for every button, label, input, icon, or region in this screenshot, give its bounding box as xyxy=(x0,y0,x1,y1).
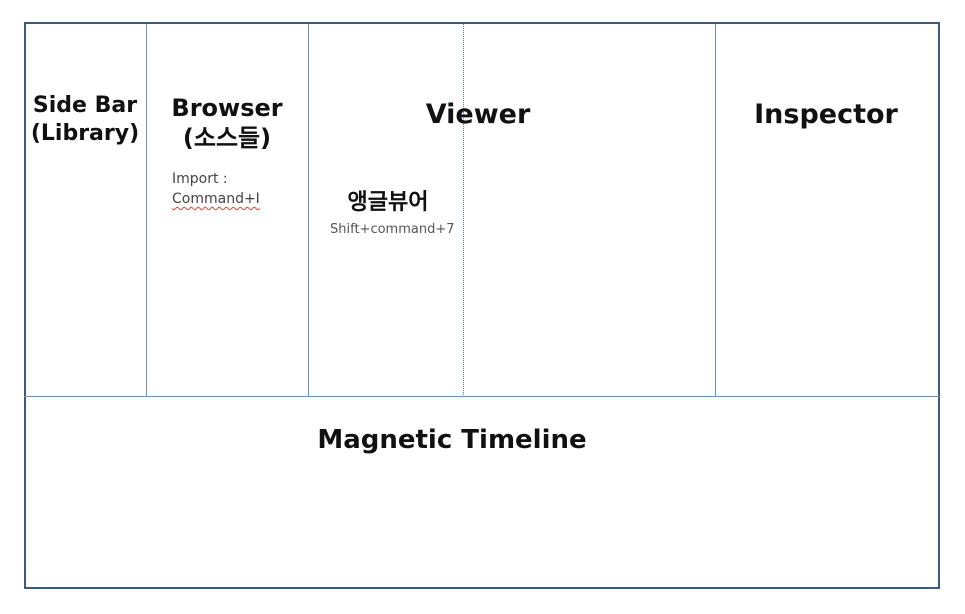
inspector-title: Inspector xyxy=(754,99,898,130)
timeline-title: Magnetic Timeline xyxy=(317,425,587,455)
angle-viewer-label: 앵글뷰어 xyxy=(347,190,429,215)
divider-browser-viewer xyxy=(308,24,309,397)
sidebar-title-line2: (Library) xyxy=(30,121,140,146)
angle-viewer-shortcut: Shift+command+7 xyxy=(330,222,455,237)
sidebar-title: Side Bar (Library) xyxy=(26,92,144,148)
divider-angle-viewer xyxy=(463,24,464,397)
divider-viewer-inspector xyxy=(715,24,716,397)
divider-timeline xyxy=(24,396,940,397)
browser-import-label: Import : xyxy=(172,171,228,187)
browser-title: Browser (소스들) xyxy=(148,93,306,153)
browser-import-note: Import : Command+I xyxy=(172,169,260,209)
browser-title-line2: (소스들) xyxy=(182,124,272,152)
divider-sidebar-browser xyxy=(146,24,147,397)
sidebar-title-line1: Side Bar xyxy=(32,93,138,118)
browser-import-shortcut: Command+I xyxy=(172,191,260,207)
layout-frame xyxy=(24,22,940,589)
viewer-title: Viewer xyxy=(425,99,531,130)
browser-title-line1: Browser xyxy=(171,94,283,122)
